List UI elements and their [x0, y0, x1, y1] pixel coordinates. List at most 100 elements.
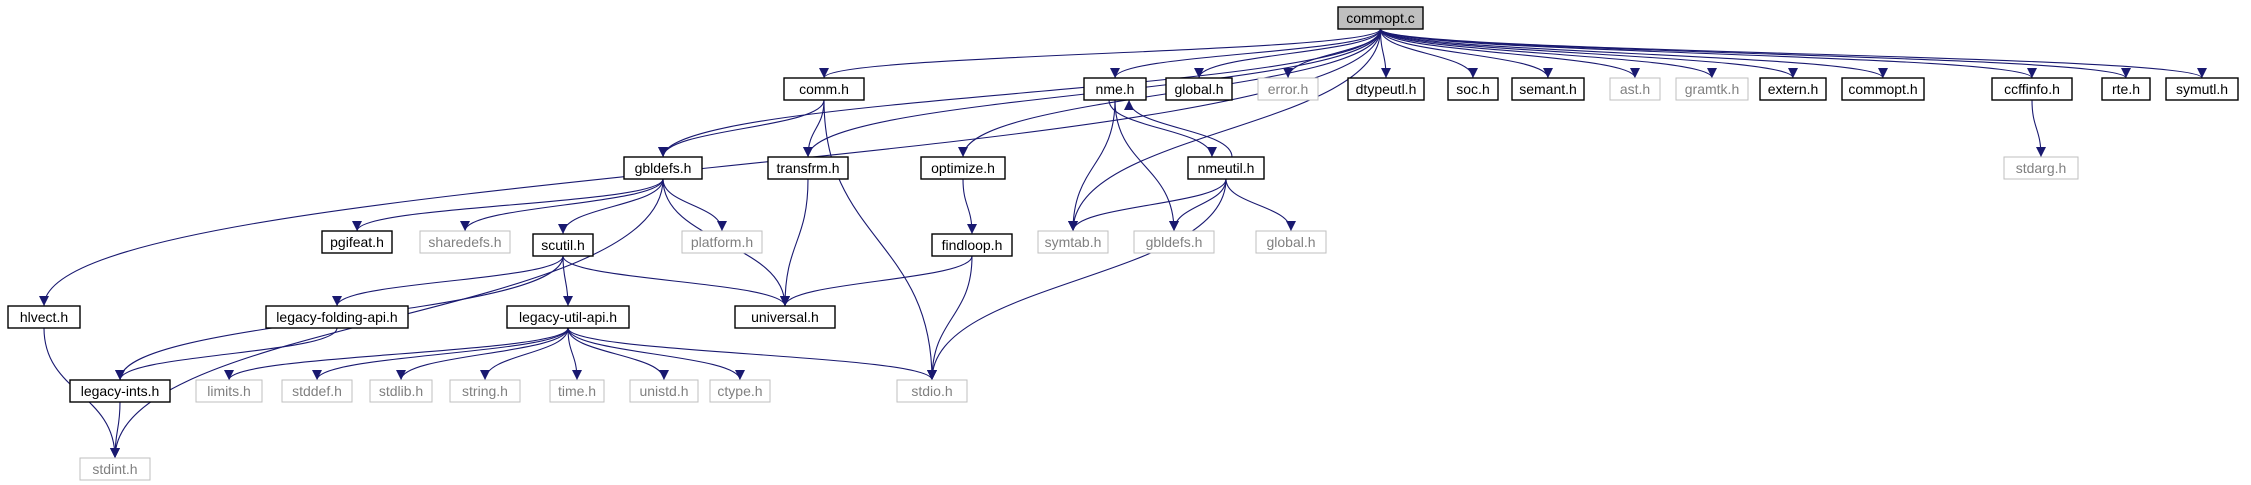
node-box — [79, 457, 151, 481]
edge-findloop_h-to-universal_h — [780, 255, 973, 307]
edge-gbldefs_h-to-sharedefs_h — [460, 178, 664, 232]
edge-legacy_util_api_h-to-limits_h — [224, 327, 569, 381]
node-label: scutil.h — [541, 237, 585, 253]
node-label: rte.h — [2112, 81, 2140, 97]
edge-findloop_h-to-stdio_h — [927, 255, 973, 381]
node-label: global.h — [1174, 81, 1223, 97]
node-findloop-h[interactable]: findloop.h — [931, 233, 1013, 257]
node-label: sharedefs.h — [428, 234, 501, 250]
node-legacy-ints-h[interactable]: legacy-ints.h — [69, 379, 171, 403]
edge-legacy_util_api_h-to-stdio_h — [567, 327, 937, 381]
node-label: legacy-ints.h — [81, 383, 160, 399]
node-scutil-h[interactable]: scutil.h — [532, 233, 594, 257]
node-legacy-folding-api-h[interactable]: legacy-folding-api.h — [265, 305, 409, 329]
node-stddef-h: stddef.h — [281, 379, 353, 403]
node-label: commopt.h — [1848, 81, 1917, 97]
node-box — [629, 379, 699, 403]
edge-commopt_c-to-symutl_h — [1379, 28, 2207, 79]
node-box — [767, 156, 849, 180]
edge-commopt_c-to-extern_h — [1379, 28, 1798, 79]
node-label: ast.h — [1620, 81, 1650, 97]
node-label: ctype.h — [717, 383, 762, 399]
node-comm-h[interactable]: comm.h — [783, 77, 865, 101]
nodes-layer: commopt.c comm.h nme.h global.h error.h dtype… — [7, 6, 2239, 481]
node-nmeutil-h[interactable]: nmeutil.h — [1187, 156, 1265, 180]
node-label: error.h — [1268, 81, 1308, 97]
node-box — [920, 156, 1006, 180]
edge-nmeutil_h-to-stdio_h — [927, 178, 1227, 381]
edge-legacy_util_api_h-to-string_h — [480, 327, 569, 381]
node-commopt-c[interactable]: commopt.c — [1337, 6, 1424, 30]
node-box — [734, 305, 836, 329]
node-box — [419, 230, 511, 254]
node-box — [709, 379, 771, 403]
node-error-h: error.h — [1257, 77, 1319, 101]
node-ast-h: ast.h — [1609, 77, 1661, 101]
node-universal-h[interactable]: universal.h — [734, 305, 836, 329]
node-box — [281, 379, 353, 403]
node-label: legacy-util-api.h — [519, 309, 617, 325]
node-label: universal.h — [751, 309, 819, 325]
node-label: string.h — [462, 383, 508, 399]
edge-comm_h-to-transfrm_h — [803, 99, 825, 158]
node-label: stdarg.h — [2016, 160, 2067, 176]
node-box — [449, 379, 521, 403]
edge-gbldefs_h-to-pgifeat_h — [352, 178, 664, 232]
node-box — [1511, 77, 1585, 101]
node-dtypeutl-h[interactable]: dtypeutl.h — [1347, 77, 1425, 101]
node-legacy-util-api-h[interactable]: legacy-util-api.h — [506, 305, 630, 329]
node-label: nmeutil.h — [1198, 160, 1255, 176]
node-semant-h[interactable]: semant.h — [1511, 77, 1585, 101]
node-pgifeat-h[interactable]: pgifeat.h — [321, 230, 393, 254]
node-label: symtab.h — [1045, 234, 1102, 250]
edges-layer — [39, 28, 2207, 459]
node-label: platform.h — [691, 234, 753, 250]
node-commopt-h[interactable]: commopt.h — [1841, 77, 1925, 101]
node-global-h-top[interactable]: global.h — [1165, 77, 1233, 101]
edge-nmeutil_h-to-global_h_ext — [1225, 178, 1296, 232]
node-platform-h: platform.h — [681, 230, 763, 254]
node-label: stdlib.h — [379, 383, 423, 399]
node-label: stdio.h — [911, 383, 952, 399]
node-label: transfrm.h — [776, 160, 839, 176]
node-nme-h[interactable]: nme.h — [1083, 77, 1147, 101]
node-label: extern.h — [1768, 81, 1819, 97]
edge-optimize_h-to-findloop_h — [962, 178, 977, 235]
node-label: stdint.h — [92, 461, 137, 477]
node-transfrm-h[interactable]: transfrm.h — [767, 156, 849, 180]
edge-commopt_c-to-ccffinfo_h — [1379, 28, 2037, 79]
node-label: limits.h — [207, 383, 251, 399]
node-label: time.h — [558, 383, 596, 399]
node-global-h-ext: global.h — [1255, 230, 1327, 254]
node-string-h: string.h — [449, 379, 521, 403]
node-label: ccffinfo.h — [2004, 81, 2060, 97]
node-box — [1337, 6, 1424, 30]
node-gbldefs-h[interactable]: gbldefs.h — [623, 156, 703, 180]
node-box — [265, 305, 409, 329]
node-label: unistd.h — [639, 383, 688, 399]
edge-legacy_util_api_h-to-stdlib_h — [396, 327, 569, 381]
node-box — [506, 305, 630, 329]
edge-transfrm_h-to-universal_h — [780, 178, 809, 307]
node-optimize-h[interactable]: optimize.h — [920, 156, 1006, 180]
node-box — [1083, 77, 1147, 101]
node-box — [2101, 77, 2151, 101]
node-limits-h: limits.h — [195, 379, 263, 403]
node-rte-h[interactable]: rte.h — [2101, 77, 2151, 101]
node-box — [1609, 77, 1661, 101]
node-box — [1347, 77, 1425, 101]
node-box — [1133, 230, 1215, 254]
node-symutl-h[interactable]: symutl.h — [2165, 77, 2239, 101]
node-extern-h[interactable]: extern.h — [1759, 77, 1827, 101]
node-box — [783, 77, 865, 101]
node-hlvect-h[interactable]: hlvect.h — [7, 305, 81, 329]
edge-nmeutil_h-to-symtab_h — [1068, 178, 1227, 232]
edge-legacy_util_api_h-to-ctype_h — [567, 327, 745, 381]
node-label: optimize.h — [931, 160, 995, 176]
node-label: symutl.h — [2176, 81, 2228, 97]
edge-nmeutil_h-to-gbldefs_h_ext — [1169, 178, 1227, 232]
node-box — [7, 305, 81, 329]
node-box — [532, 233, 594, 257]
node-ccffinfo-h[interactable]: ccffinfo.h — [1991, 77, 2073, 101]
node-soc-h[interactable]: soc.h — [1447, 77, 1499, 101]
